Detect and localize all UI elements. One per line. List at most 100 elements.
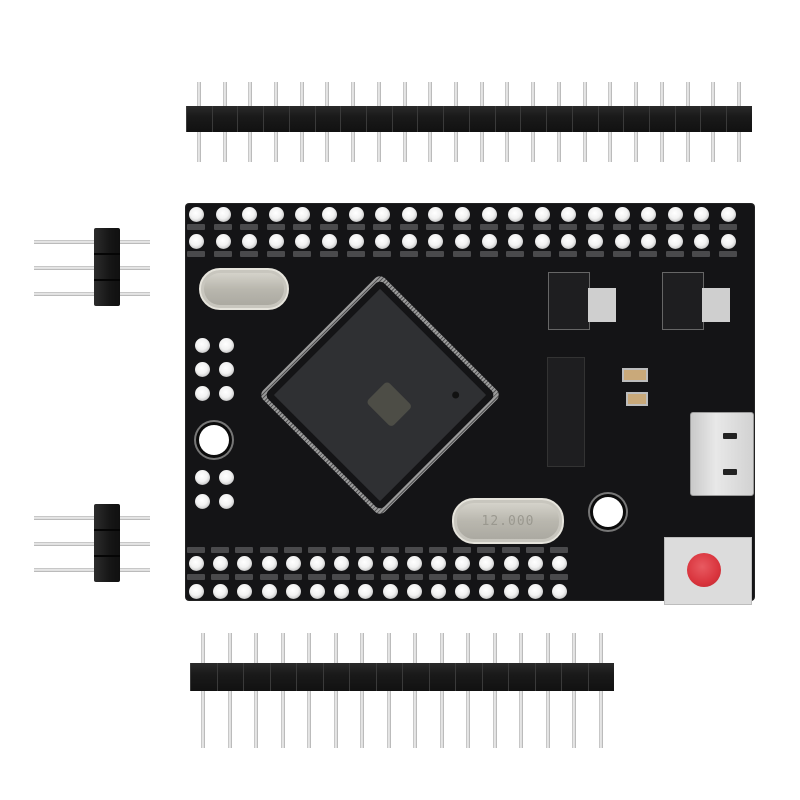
silkscreen-label [283,547,302,553]
capacitor-1 [622,368,648,382]
silkscreen-label [426,251,445,257]
silkscreen-label [665,251,684,257]
header-pin [700,82,727,162]
silkscreen-label [211,574,230,580]
regulator-2-tab [702,288,730,322]
header-pin [288,82,315,162]
silkscreen-label [308,547,326,553]
micro-usb-port[interactable] [690,412,754,496]
header-pin [186,82,212,162]
solder-pad [428,234,444,249]
silkscreen-label [550,547,568,553]
header-pin [366,82,392,162]
header-pin [296,633,323,748]
solder-pad [285,556,301,571]
header-pin [340,82,367,162]
silkscreen-label [453,547,472,553]
silkscreen-label [356,547,375,553]
silkscreen-label [612,224,631,230]
header-pin [211,82,238,162]
silkscreen-label [559,224,578,230]
silkscreen-label [479,251,498,257]
silkscreen-label [283,574,302,580]
solder-pad [242,234,258,249]
reset-switch[interactable] [664,537,752,605]
silkscreen-label [380,574,399,580]
solder-pad [310,584,325,599]
silkscreen-label [373,224,392,230]
silkscreen-label [453,251,471,257]
header-block [94,504,120,582]
solder-pad [401,207,417,222]
silkscreen-label [501,547,520,553]
silkscreen-label [479,224,498,230]
solder-pad [195,470,210,485]
silkscreen-label [308,574,326,580]
solder-pad [334,584,350,599]
silkscreen-label [719,224,737,230]
header-pin [481,633,508,748]
silkscreen-label [692,251,711,257]
solder-pad [552,556,567,571]
solder-pad [215,207,231,222]
solder-pad [295,234,311,249]
silkscreen-label [506,224,525,230]
solder-pad [195,362,210,377]
silkscreen-label [429,547,447,553]
header-pin [391,82,418,162]
silkscreen-label [356,574,375,580]
solder-pad [322,234,337,249]
silkscreen-label [187,547,205,553]
pin-header-bottom-strip [190,633,614,748]
solder-pad [534,207,550,222]
header-pin [623,82,649,162]
silkscreen-label [404,574,423,580]
silkscreen-label [346,251,365,257]
silkscreen-label [332,547,351,553]
solder-pad [358,584,374,599]
silkscreen-label [235,574,254,580]
usb-slot-top [723,433,737,439]
header-pin [314,82,341,162]
header-pin [494,82,521,162]
solder-pad [382,556,398,571]
solder-pad [219,470,234,485]
solder-pad [694,207,710,222]
usb-serial-chip [547,357,585,467]
solder-pad [641,234,657,249]
crystal-oscillator-top [199,268,289,310]
silkscreen-label [429,574,447,580]
reset-button[interactable] [687,553,721,587]
header-pin [190,633,217,748]
solder-pad [527,584,543,599]
solder-pad [431,584,446,599]
silkscreen-label [550,574,568,580]
silkscreen-label [639,251,658,257]
silkscreen-label [346,224,365,230]
mounting-hole-left [199,425,229,455]
header-pin [571,82,598,162]
silkscreen-label [477,574,496,580]
solder-pad [641,207,657,222]
solder-pad [508,207,524,222]
solder-pad [721,234,736,249]
header-pin [428,633,455,748]
solder-pad [261,556,277,571]
header-pin [587,633,614,748]
solder-pad [455,584,471,599]
header-pin [726,82,752,162]
header-pin [648,82,675,162]
silkscreen-label [586,251,604,257]
silkscreen-label [586,224,604,230]
solder-pad [242,207,258,222]
solder-pad [561,207,577,222]
solder-pad [588,207,603,222]
silkscreen-label [187,224,205,230]
pin-header-top-strip [186,82,752,162]
header-pin [34,542,150,546]
header-pin [402,633,429,748]
silkscreen-label [477,547,496,553]
solder-pad [189,556,204,571]
crystal-oscillator-bottom: 12.000 [452,498,564,544]
mounting-hole-right [593,497,623,527]
